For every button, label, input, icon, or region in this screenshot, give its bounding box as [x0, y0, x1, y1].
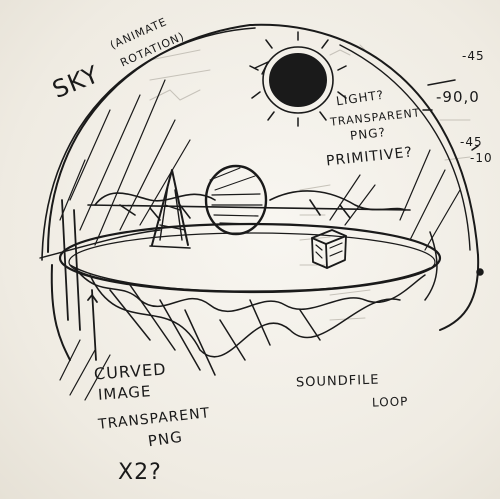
- sun-note-png: PNG?: [349, 126, 386, 142]
- curved-note-image: IMAGE: [98, 384, 152, 403]
- margin-note-minus90: -90,0: [436, 90, 480, 105]
- margin-note-minus10: -10: [470, 152, 493, 164]
- sun: [250, 32, 346, 126]
- sound-note-soundfile: SOUNDFILE: [296, 374, 380, 390]
- dome-hatching: [60, 80, 460, 400]
- curved-note-x2: X2?: [118, 462, 162, 484]
- margin-note-minus45-mid: -45: [460, 136, 483, 148]
- sound-note-loop: LOOP: [372, 395, 409, 408]
- margin-note-minus45-top: -45: [462, 50, 485, 62]
- sky-dome: [42, 25, 478, 360]
